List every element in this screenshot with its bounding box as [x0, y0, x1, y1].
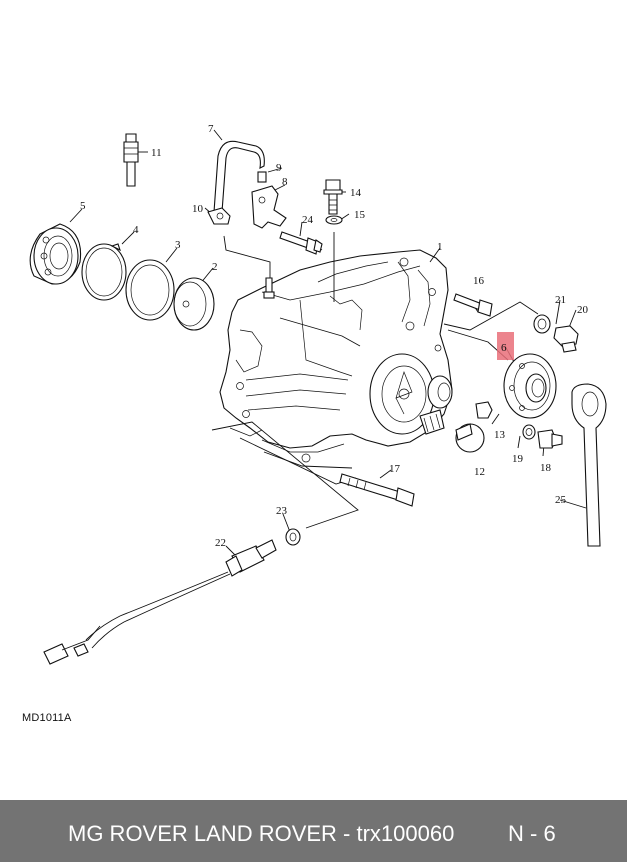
callout-label: 9: [276, 162, 282, 174]
footer-page-number: N - 6: [508, 821, 556, 846]
callout-label: 21: [555, 294, 566, 306]
clip-part-10: [207, 207, 231, 225]
footer-title: MG ROVER LAND ROVER - trx100060: [68, 821, 455, 846]
footer-bar: MG ROVER LAND ROVER - trx100060 N - 6: [0, 800, 627, 862]
callout-label: 4: [133, 224, 139, 236]
exploded-parts-diagram: 1 2 3 4 5 6 7 8 9 10 11 12 13 14 15 16 1…: [29, 123, 607, 665]
callout-label: 18: [540, 462, 552, 474]
diagram-reference-code: MD1011A: [22, 712, 72, 724]
callout-label: 12: [474, 466, 485, 478]
plug-part-12: [455, 423, 485, 453]
bracket-part-8: [251, 185, 287, 229]
washer-part-15: [325, 215, 343, 225]
plug-part-13: [475, 401, 493, 419]
oil-seal-part-6: [503, 353, 557, 419]
callout-label: 17: [389, 463, 401, 475]
callout-label: 2: [212, 261, 218, 273]
callout-labels: 1 2 3 4 5 6 7 8 9 10 11 12 13 14 15 16 1…: [80, 123, 589, 549]
callout-label: 25: [555, 494, 567, 506]
callout-label: 7: [208, 123, 214, 135]
bolt-part-24: [279, 231, 323, 255]
washer-part-19: [522, 424, 536, 440]
callout-label: 22: [215, 537, 226, 549]
callout-label: 23: [276, 505, 288, 517]
callout-label: 8: [282, 176, 288, 188]
ring-part-3: [125, 259, 175, 321]
washer-part-21: [533, 314, 551, 334]
plug-part-18: [537, 429, 563, 449]
callout-label: 24: [302, 214, 314, 226]
callout-label: 3: [175, 239, 181, 251]
seal-part-2: [173, 277, 215, 331]
callout-label: 5: [80, 200, 86, 212]
callout-label: 20: [577, 304, 589, 316]
callout-label: 14: [350, 187, 362, 199]
bolt-part-17: [339, 473, 415, 507]
clip-part-9: [257, 171, 267, 183]
hose-part-7: [213, 140, 265, 213]
washer-part-23: [285, 528, 301, 546]
callout-label: 19: [512, 453, 524, 465]
callout-label: 13: [494, 429, 506, 441]
callout-label: 6: [501, 342, 507, 354]
bolt-part-14: [323, 179, 343, 215]
bolt-part-16: [453, 293, 493, 317]
callout-label: 16: [473, 275, 485, 287]
circlip-part-4: [81, 243, 127, 301]
highlight-marker: [497, 332, 514, 360]
callout-label: 15: [354, 209, 366, 221]
callout-label: 1: [437, 241, 443, 253]
breather-part-11: [123, 133, 139, 187]
bearing-part-5: [29, 223, 82, 285]
gearbox-housing: [219, 249, 453, 463]
callout-label: 10: [192, 203, 204, 215]
sensor-part-22: [43, 539, 277, 665]
tool-part-25: [571, 383, 607, 547]
plug-part-20: [553, 325, 579, 353]
callout-label: 11: [151, 147, 162, 159]
